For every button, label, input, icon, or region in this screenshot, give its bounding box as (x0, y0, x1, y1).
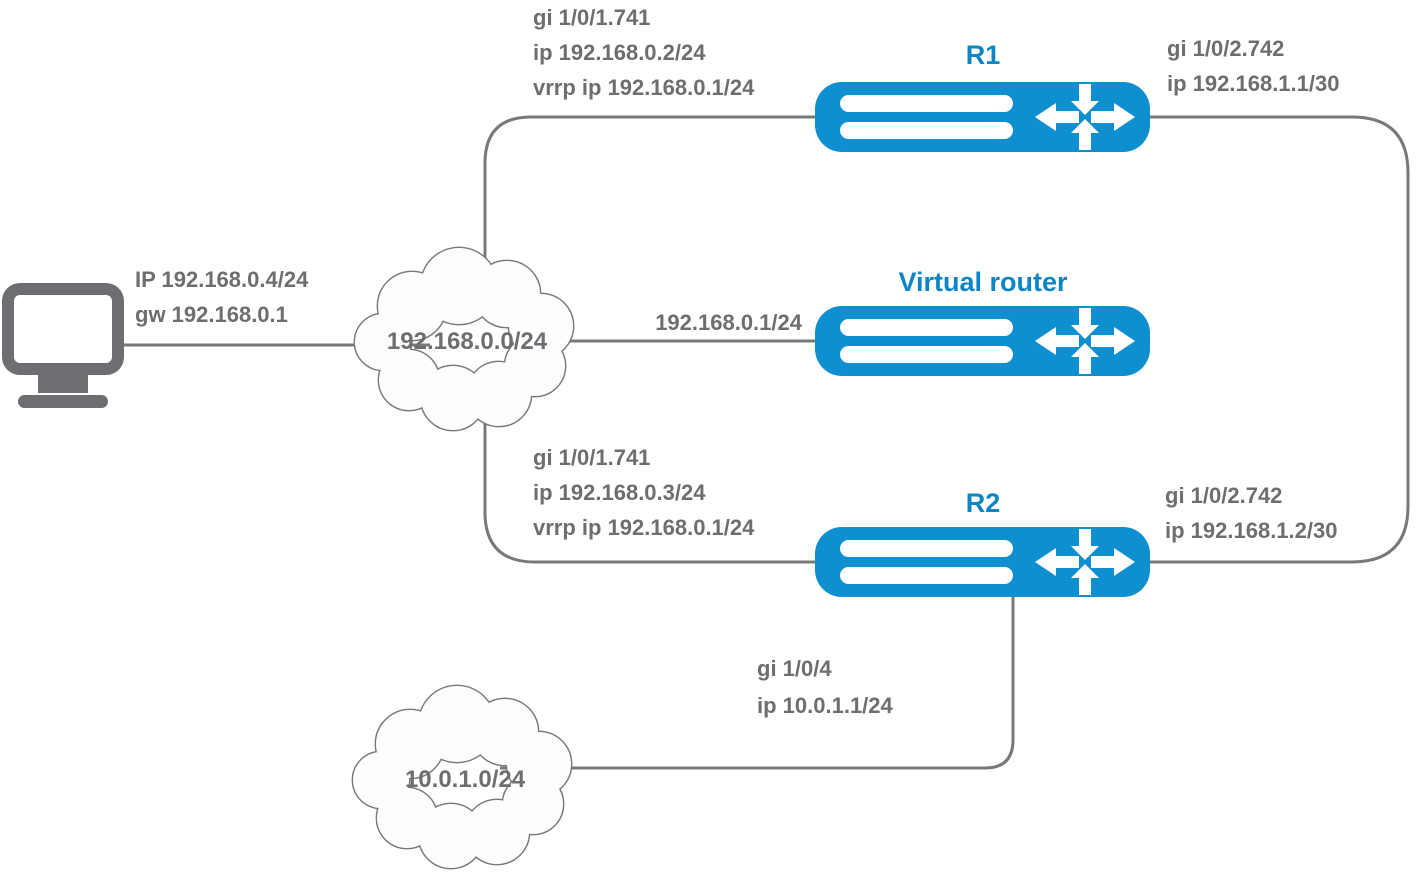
pc-gateway-label: gw 192.168.0.1 (135, 302, 288, 327)
r1-left-ip-label: ip 192.168.0.2/24 (533, 40, 706, 65)
r2-right-ip-label: ip 192.168.1.2/30 (1165, 518, 1337, 543)
wan-cloud: 10.0.1.0/24 (351, 684, 573, 870)
pc-host (2, 283, 124, 408)
router-cross-arrows-icon (815, 82, 1150, 152)
wan-cloud-label: 10.0.1.0/24 (405, 766, 526, 793)
r2-bottom-ip-label: ip 10.0.1.1/24 (757, 693, 894, 718)
router-cross-arrows-icon (815, 527, 1150, 597)
r1-left-vrrp-label: vrrp ip 192.168.0.1/24 (533, 75, 755, 100)
virtual-router-link-label: 192.168.0.1/24 (655, 310, 803, 335)
r2-right-interface-label: gi 1/0/2.742 (1165, 483, 1282, 508)
r2-name-label: R2 (966, 488, 1001, 518)
link-lan-to-r2 (483, 390, 830, 564)
link-r1-to-r2 (1140, 115, 1410, 564)
router-cross-arrows-icon (815, 306, 1150, 376)
r2-bottom-interface-label: gi 1/0/4 (757, 656, 832, 681)
router-virtual (815, 306, 1150, 376)
r2-left-ip-label: ip 192.168.0.3/24 (533, 480, 706, 505)
r2-left-interface-label: gi 1/0/1.741 (533, 445, 650, 470)
link-r2-to-wan (500, 590, 1015, 770)
r1-right-ip-label: ip 192.168.1.1/30 (1167, 71, 1339, 96)
r1-left-interface-label: gi 1/0/1.741 (533, 5, 650, 30)
virtual-router-name-label: Virtual router (898, 267, 1068, 297)
router-r2 (815, 527, 1150, 597)
lan-cloud: 192.168.0.0/24 (353, 246, 575, 432)
r1-name-label: R1 (966, 40, 1001, 70)
lan-cloud-label: 192.168.0.0/24 (387, 328, 548, 355)
r1-right-interface-label: gi 1/0/2.742 (1167, 36, 1284, 61)
r2-left-vrrp-label: vrrp ip 192.168.0.1/24 (533, 515, 755, 540)
router-r1 (815, 82, 1150, 152)
pc-ip-label: IP 192.168.0.4/24 (135, 267, 309, 292)
desktop-monitor-icon (2, 283, 124, 408)
link-lan-to-r1 (483, 115, 830, 300)
